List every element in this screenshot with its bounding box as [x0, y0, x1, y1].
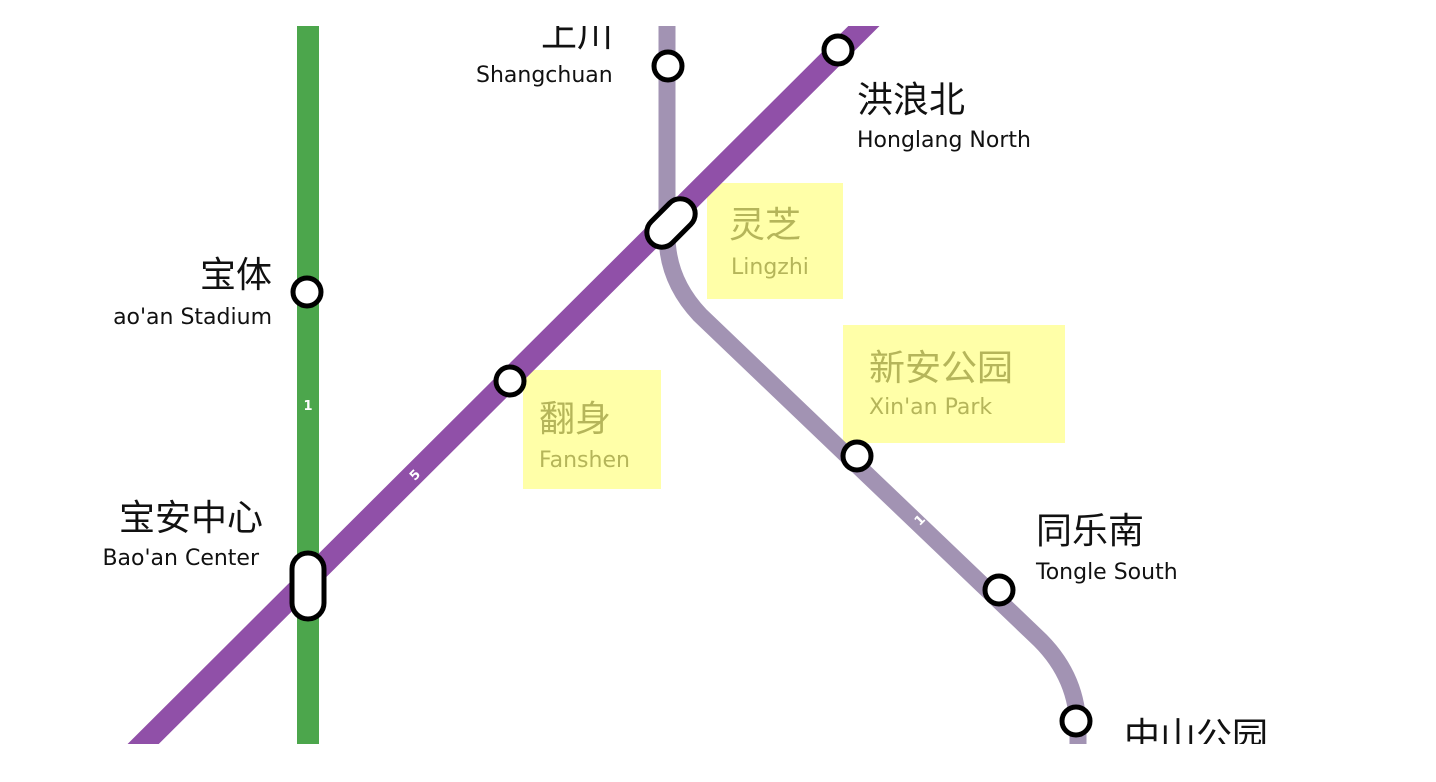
station-marker-lingzhi[interactable] — [641, 193, 702, 254]
station-marker-fanshen[interactable] — [493, 364, 527, 398]
station-marker-baoan-center[interactable] — [289, 550, 327, 622]
station-marker-honglang-north[interactable] — [821, 33, 855, 67]
station-label-shangchuan-en: Shangchuan — [476, 63, 613, 88]
station-marker-baoan-stadium[interactable] — [290, 275, 324, 309]
station-label-baoan-stadium-cn: 宝体 — [200, 255, 272, 296]
station-label-fanshen-cn: 翻身 — [539, 399, 611, 440]
station-label-baoan-stadium-en: ao'an Stadium — [113, 305, 272, 330]
station-label-baoan-center-cn: 宝安中心 — [119, 498, 263, 539]
highlight-xinan-park — [843, 325, 1065, 443]
station-marker-zhongshan-park[interactable] — [1059, 704, 1093, 738]
station-label-lingzhi-en: Lingzhi — [731, 255, 809, 280]
station-label-xinan-park-en: Xin'an Park — [869, 395, 992, 420]
station-label-baoan-center-en: Bao'an Center — [102, 546, 260, 571]
station-label-lingzhi-cn: 灵芝 — [729, 205, 801, 246]
highlight-lingzhi — [707, 183, 843, 299]
station-marker-xinan-park[interactable] — [840, 439, 874, 473]
line-1-number: 1 — [303, 399, 312, 414]
highlight-fanshen — [523, 370, 661, 489]
station-label-xinan-park-cn: 新安公园 — [869, 348, 1013, 389]
station-label-honglang-north-en: Honglang North — [857, 128, 1031, 153]
station-label-shangchuan-cn: 上川 — [541, 14, 613, 55]
station-label-zhongshan-park-cn: 中山公园 — [1124, 716, 1268, 757]
station-marker-tongle-south[interactable] — [982, 573, 1016, 607]
station-label-fanshen-en: Fanshen — [539, 448, 630, 473]
station-label-tongle-south-en: Tongle South — [1035, 560, 1178, 585]
station-label-tongle-south-cn: 同乐南 — [1036, 511, 1144, 552]
station-label-honglang-north-cn: 洪浪北 — [857, 80, 965, 121]
station-marker-shangchuan[interactable] — [651, 49, 685, 83]
